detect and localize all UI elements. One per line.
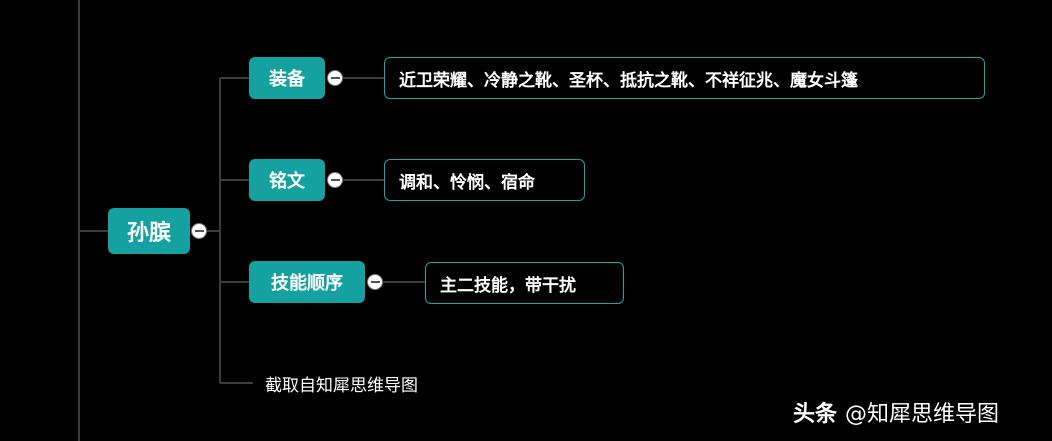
leaf-node-skill-order[interactable]: 主二技能，带干扰	[425, 262, 624, 304]
watermark-account: @知犀思维导图	[845, 402, 1000, 427]
branch-label-equipment: 装备	[269, 69, 305, 90]
branch-node-equipment[interactable]: 装备	[249, 57, 325, 99]
leaf-text-skill-order: 主二技能，带干扰	[440, 275, 576, 296]
watermark-logo: 头条	[793, 402, 838, 427]
root-node[interactable]: 孙膑	[108, 208, 190, 254]
leaf-node-inscription[interactable]: 调和、怜悯、宿命	[384, 159, 585, 201]
leaf-text-inscription: 调和、怜悯、宿命	[399, 172, 535, 193]
root-collapse-button[interactable]	[191, 223, 207, 239]
branch-label-skill-order: 技能顺序	[271, 273, 343, 294]
leaf-node-equipment[interactable]: 近卫荣耀、冷静之靴、圣杯、抵抗之靴、不祥征兆、魔女斗篷	[384, 57, 985, 99]
branch-label-inscription: 铭文	[269, 171, 305, 192]
source-note[interactable]: 截取自知犀思维导图	[265, 376, 418, 396]
skill-order-collapse-button[interactable]	[367, 274, 383, 290]
branch-node-inscription[interactable]: 铭文	[249, 159, 325, 201]
leaf-text-equipment: 近卫荣耀、冷静之靴、圣杯、抵抗之靴、不祥征兆、魔女斗篷	[399, 70, 858, 91]
inscription-collapse-button[interactable]	[327, 172, 343, 188]
watermark: 头条 @知犀思维导图	[793, 396, 999, 428]
equipment-collapse-button[interactable]	[327, 70, 343, 86]
branch-node-skill-order[interactable]: 技能顺序	[249, 261, 365, 303]
root-node-label: 孙膑	[126, 221, 171, 246]
